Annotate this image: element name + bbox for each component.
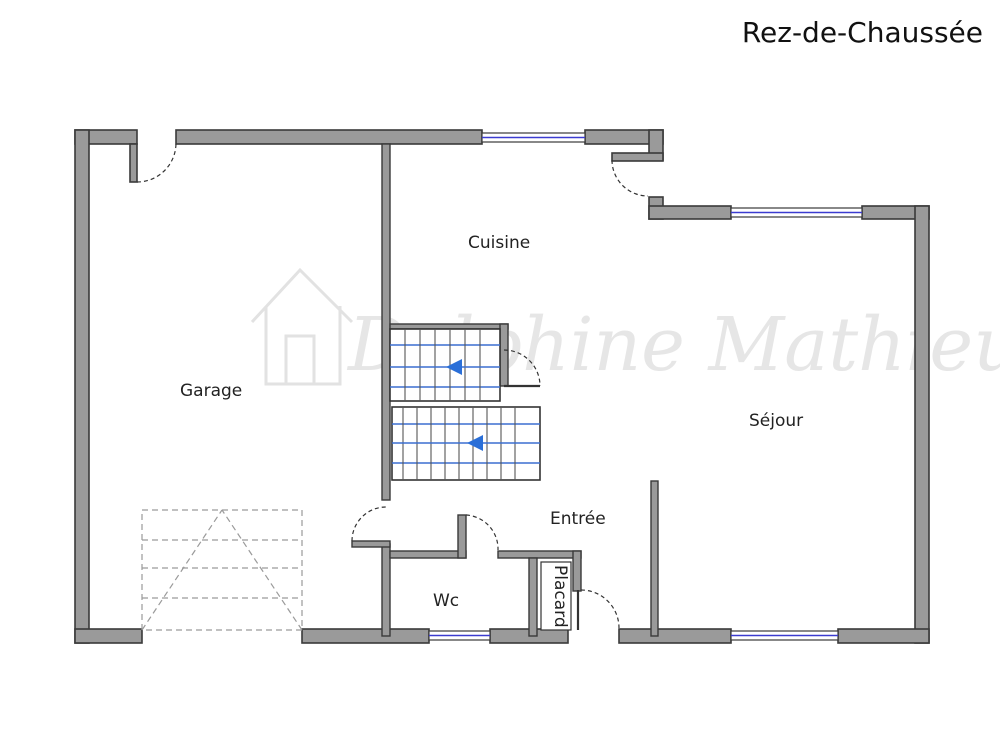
- stair-arrow-lower-icon: [467, 435, 483, 451]
- plan-title: Rez-de-Chaussée: [741, 16, 983, 49]
- windows: [428, 132, 863, 641]
- room-label-cuisine: Cuisine: [468, 233, 530, 253]
- door-wc: [465, 514, 499, 551]
- door-stair-closet: [503, 349, 541, 388]
- door-garage-entree: [351, 506, 387, 542]
- staircase: [389, 328, 541, 481]
- room-label-garage: Garage: [180, 381, 242, 401]
- window-wc: [428, 630, 491, 641]
- stair-arrow-upper-icon: [446, 359, 462, 375]
- watermark-house-icon: [250, 267, 354, 386]
- door-garage: [136, 142, 177, 183]
- room-label-sejour: Séjour: [749, 411, 803, 431]
- door-placard: [576, 589, 620, 630]
- window-sejour-top: [730, 207, 863, 218]
- window-kitchen: [481, 132, 586, 143]
- room-label-placard: Placard: [550, 565, 570, 628]
- room-label-wc: Wc: [433, 591, 459, 611]
- window-sejour-bottom: [730, 630, 839, 641]
- door-kitchen-side: [611, 159, 649, 197]
- room-label-entree: Entrée: [550, 509, 606, 529]
- exterior-walls: [74, 129, 930, 644]
- garage-door-outline: [141, 509, 303, 631]
- doors: [136, 142, 649, 630]
- watermark: Delphine Mathieu: [250, 267, 1000, 388]
